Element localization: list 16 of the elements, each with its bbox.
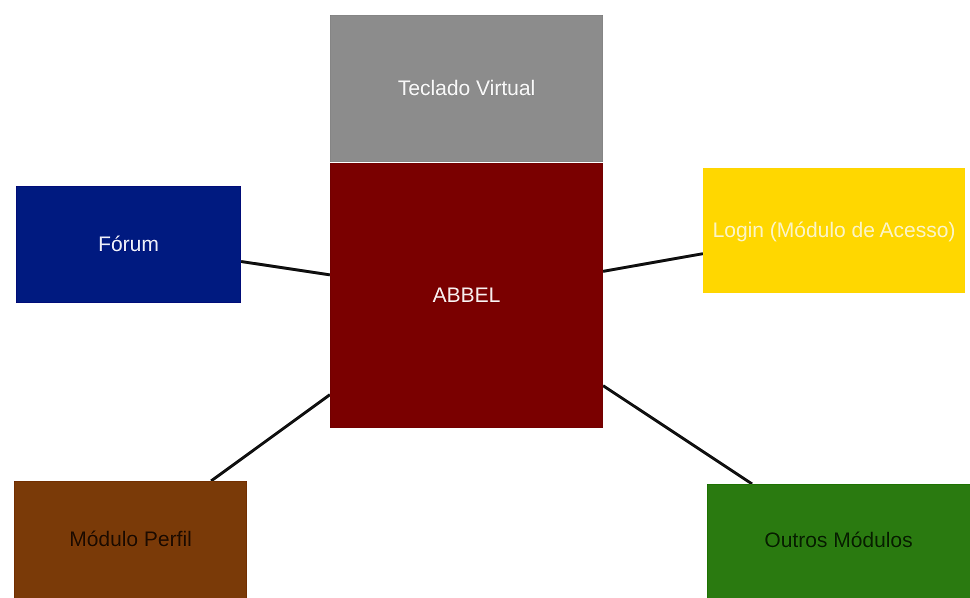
node-label: Módulo Perfil [69,526,192,553]
connector-line [602,252,704,273]
node-label: ABBEL [432,282,500,309]
module-box [330,15,603,162]
node-label: Fórum [98,232,159,258]
connector-line [210,393,331,482]
node-label: Login (Módulo de Acesso) [712,218,956,244]
module-box [16,186,241,303]
central-box [330,163,603,428]
module-box [14,481,247,598]
module-box [703,168,965,293]
connector-line [602,384,753,486]
connector-line [240,260,330,276]
node-label: Outros Módulos [764,528,913,554]
module-box [707,484,970,598]
node-label: Teclado Virtual [398,76,536,102]
